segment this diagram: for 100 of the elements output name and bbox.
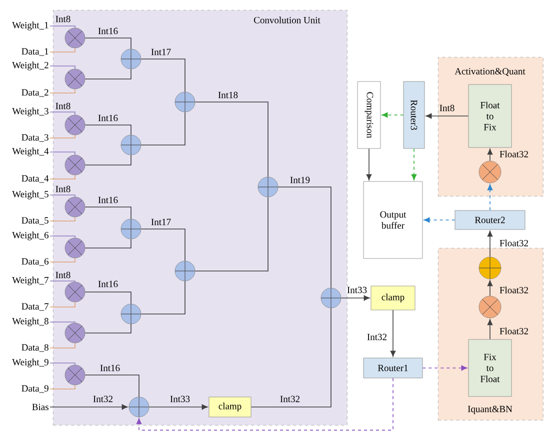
connector-line xyxy=(194,102,268,178)
multiplier-symbol xyxy=(64,28,86,48)
multiplier-symbol xyxy=(64,114,86,136)
multiplier-symbol xyxy=(64,154,86,176)
arrow xyxy=(487,319,493,340)
connector-line xyxy=(278,186,332,288)
router-box: Router1 xyxy=(363,358,423,378)
edge-label: Float32 xyxy=(498,239,529,247)
edge-label: Float32 xyxy=(498,286,529,294)
connector-line xyxy=(50,362,76,366)
connector-line xyxy=(50,174,76,180)
converter-box: Fix to Float xyxy=(468,339,512,397)
adder-symbol xyxy=(478,256,502,280)
clamp-box: clamp xyxy=(208,396,252,418)
connector-line xyxy=(84,292,132,304)
router-box: Router2 xyxy=(454,210,526,230)
arrow xyxy=(487,230,493,258)
adder-symbol xyxy=(120,218,142,240)
connector-line xyxy=(50,134,76,138)
arrow xyxy=(487,184,493,211)
edge-label: Float32 xyxy=(498,327,529,335)
arrow xyxy=(148,404,208,410)
adder-symbol xyxy=(120,134,142,156)
connector-line xyxy=(250,308,332,408)
connector-line xyxy=(84,38,132,50)
arrow xyxy=(411,148,417,180)
multiplier-symbol xyxy=(64,322,86,344)
panel-title: Convolution Unit xyxy=(254,16,320,24)
adder-symbol xyxy=(320,288,342,308)
connector-line xyxy=(50,112,76,116)
multiplier-symbol xyxy=(64,238,86,258)
arrow xyxy=(424,217,456,223)
adder-symbol xyxy=(128,396,150,418)
adder-symbol xyxy=(174,92,196,112)
input-label: Data_9 xyxy=(22,385,48,393)
arrow xyxy=(366,148,372,180)
connector-line xyxy=(50,88,76,94)
connector-line xyxy=(50,66,76,70)
input-label: Data_6 xyxy=(22,258,49,266)
arrow xyxy=(422,365,468,371)
clamp-box: clamp xyxy=(370,286,416,310)
input-label: Weight_4 xyxy=(12,148,49,156)
input-label: Data_7 xyxy=(22,303,49,311)
input-label: Weight_2 xyxy=(12,62,48,70)
adder-symbol xyxy=(174,260,196,282)
input-label: Data_2 xyxy=(22,89,48,97)
connector-line xyxy=(50,258,76,262)
input-label: Data_8 xyxy=(22,344,48,352)
multiplier-symbol xyxy=(64,282,86,302)
arrow xyxy=(136,378,394,431)
arrow xyxy=(487,280,493,296)
input-label: Weight_8 xyxy=(12,318,48,326)
connector-line xyxy=(84,324,132,334)
arrow xyxy=(50,404,128,410)
connector-line xyxy=(140,280,186,314)
connector-line xyxy=(84,124,132,136)
input-label: Weight_6 xyxy=(12,232,49,240)
multiplier-symbol xyxy=(478,160,502,184)
multiplier-symbol xyxy=(64,68,86,90)
connector-line xyxy=(50,342,76,348)
connector-line xyxy=(84,154,132,166)
arrow xyxy=(426,113,469,119)
edge-label: Int33 xyxy=(346,286,368,294)
connector-line xyxy=(50,384,76,390)
connector-line xyxy=(84,68,132,80)
multiplier-symbol xyxy=(478,296,502,318)
edge-label: Float32 xyxy=(498,150,529,158)
connector-line xyxy=(194,196,268,272)
panel-title: Iquant&BN xyxy=(468,406,512,414)
buffer-box: Output buffer xyxy=(363,181,423,259)
connector-line xyxy=(140,58,186,92)
connector-line xyxy=(50,216,76,222)
connector-line xyxy=(50,322,76,324)
arrow xyxy=(340,295,370,301)
connector-line xyxy=(50,152,76,156)
input-label: Data_5 xyxy=(22,217,48,225)
input-label: Weight_9 xyxy=(12,358,48,368)
input-label: Data_1 xyxy=(22,48,48,56)
edge-label: Int32 xyxy=(366,333,388,341)
arrow xyxy=(487,148,493,162)
connector-line xyxy=(84,238,132,248)
input-label: Weight_7 xyxy=(12,276,49,286)
multiplier-symbol xyxy=(64,364,86,386)
connector-line xyxy=(50,26,76,28)
multiplier-symbol xyxy=(64,196,86,218)
panel-title: Activation&Quant xyxy=(454,68,526,76)
input-label: Weight_5 xyxy=(12,190,48,200)
connector-line xyxy=(50,280,76,282)
converter-box: Float to Fix xyxy=(468,84,512,148)
arrow xyxy=(382,112,404,118)
connector-line xyxy=(140,112,186,146)
connector-line xyxy=(50,194,76,198)
connector-line xyxy=(50,48,76,52)
input-label: Weight_1 xyxy=(12,22,48,30)
input-label: Data_3 xyxy=(22,134,48,142)
adder-symbol xyxy=(120,48,142,70)
input-label: Weight_3 xyxy=(12,108,48,116)
connector-line xyxy=(140,228,186,262)
adder-symbol xyxy=(120,304,142,324)
connector-line xyxy=(84,374,140,398)
